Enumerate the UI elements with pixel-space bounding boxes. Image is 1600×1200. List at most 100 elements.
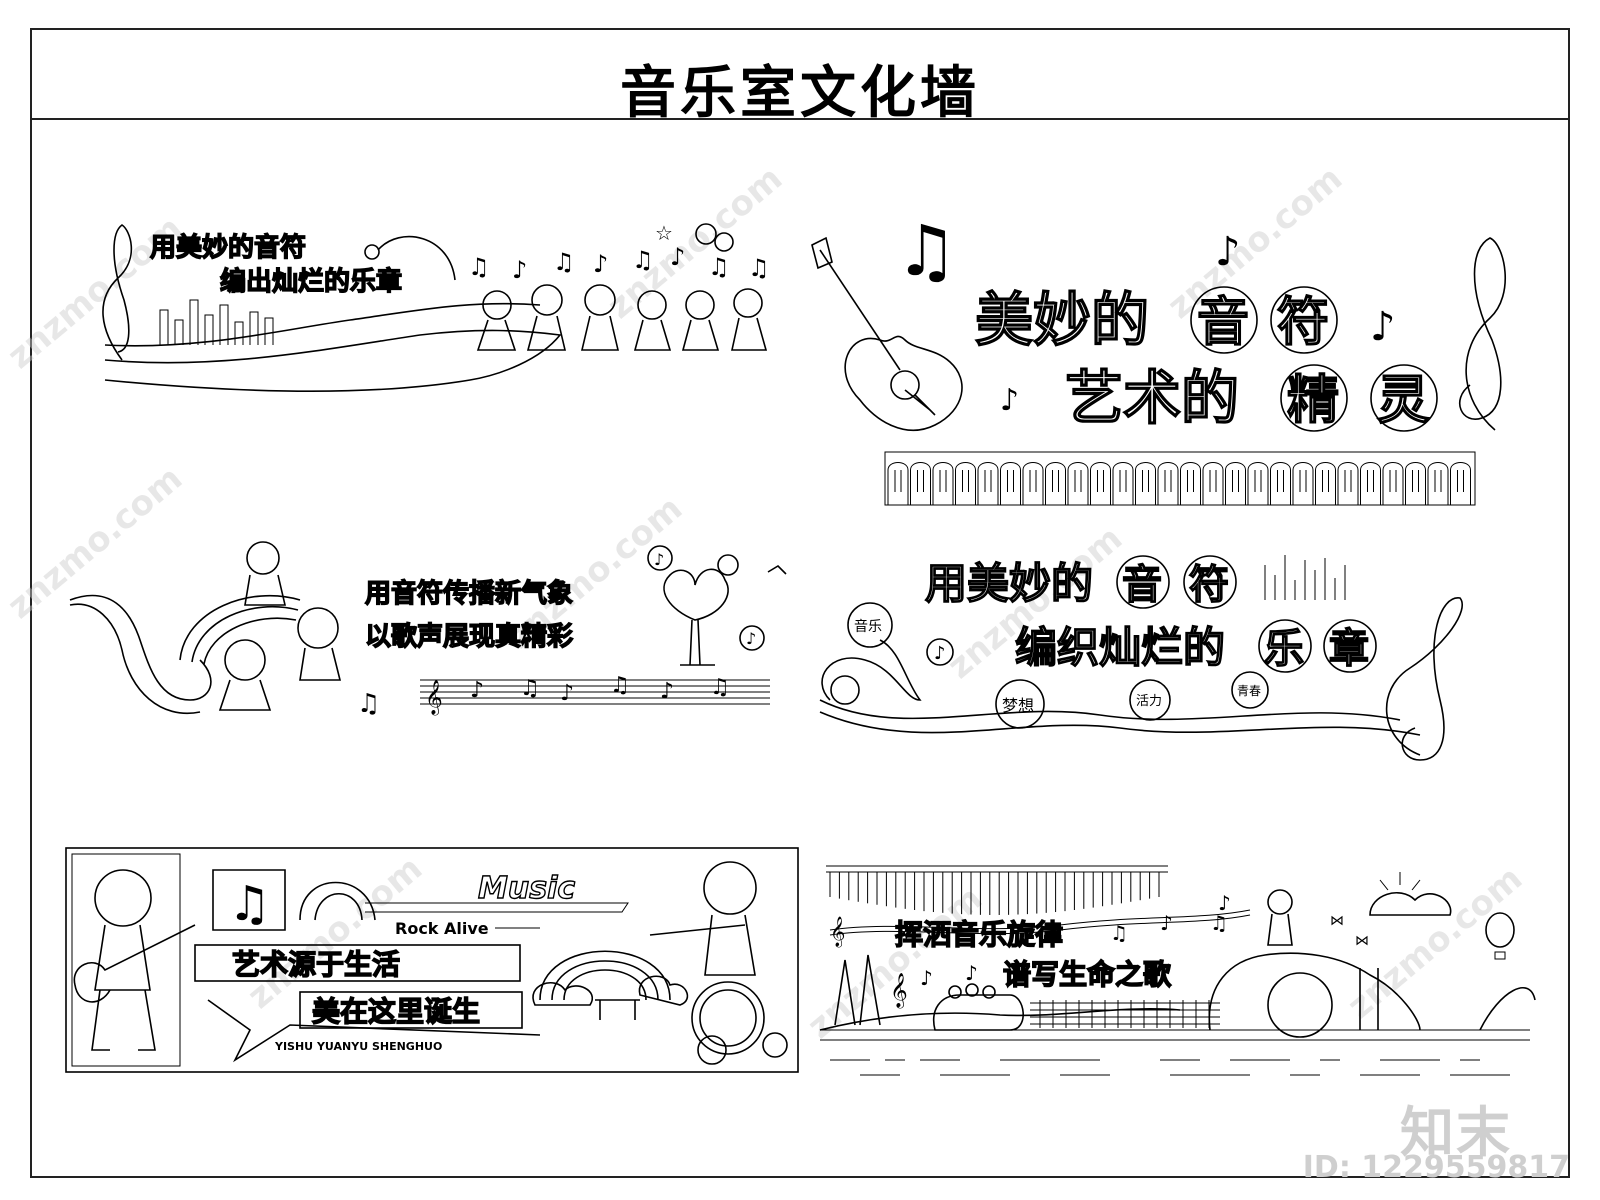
note-icon: ♪ xyxy=(560,681,574,706)
note-icon: ♫ xyxy=(228,876,271,932)
note-icon: ♫ xyxy=(710,675,730,700)
piano-key xyxy=(917,470,924,492)
arc-circle xyxy=(299,881,376,921)
pinyin-label: YISHU YUANYU SHENGHUO xyxy=(274,1040,442,1053)
music-staff: 𝄞 ♪ ♫ ♪ ♫ ♪ ♫ xyxy=(420,673,770,716)
boy-face xyxy=(94,869,152,927)
piano-key xyxy=(977,462,999,505)
saxophone-shape xyxy=(69,594,212,715)
slogan-line-1a: 美妙的 xyxy=(975,286,1149,354)
piano-key xyxy=(1457,470,1464,492)
hill-line xyxy=(819,1008,1181,1031)
music-bar xyxy=(365,902,629,913)
horn-shape xyxy=(821,639,922,701)
girl-body xyxy=(704,914,756,976)
piano-key xyxy=(962,470,969,492)
wave-ribbon xyxy=(819,699,1421,736)
butterfly-icon: ⋈ xyxy=(1355,933,1369,949)
guitar-icon xyxy=(811,236,963,431)
note-icon: ♫ xyxy=(610,673,630,698)
slogan-line-2a: 编织灿烂的 xyxy=(1015,623,1225,672)
note-icon: ♫ xyxy=(468,253,490,281)
image-id-label: ID: 1229559817 xyxy=(1302,1150,1570,1185)
piano-key xyxy=(1299,470,1307,492)
slogan-char: 章 xyxy=(1329,626,1369,672)
slogan-box-2 xyxy=(299,991,523,1029)
bubble-vigor xyxy=(1129,679,1171,721)
piano-key xyxy=(1202,462,1224,505)
char-circle xyxy=(1280,364,1348,432)
ring-icon xyxy=(714,232,734,252)
tree-icon xyxy=(834,954,881,1026)
char-circle xyxy=(1258,619,1312,673)
girl-body xyxy=(1267,913,1293,946)
slogan-char: 精 xyxy=(1287,371,1339,431)
panel-5: ♫ Music Rock Alive 艺术源于生活 美在这里诞生 YISHU Y… xyxy=(65,847,799,1073)
slogan-char: 符 xyxy=(1277,293,1329,353)
kid-face xyxy=(246,541,280,575)
piano-key xyxy=(910,462,931,505)
sound-bars xyxy=(1264,555,1346,600)
note-icon: ♪ xyxy=(670,243,685,271)
note-icon: ♪ xyxy=(654,550,664,569)
slogan-char: 灵 xyxy=(1377,371,1429,431)
guitar-icon xyxy=(73,924,196,1003)
note-icon: ♪ xyxy=(1218,891,1231,915)
note-bubble xyxy=(717,554,739,576)
ring-icon xyxy=(695,223,717,245)
piano-key xyxy=(1022,462,1044,505)
swirl-arc xyxy=(377,235,456,281)
guitar-body xyxy=(1208,952,1421,1031)
piano-key xyxy=(1292,462,1314,505)
piano-key xyxy=(1029,470,1037,492)
piano-key xyxy=(1434,470,1442,492)
note-icon: ♪ xyxy=(660,679,674,704)
slogan-char: 乐 xyxy=(1264,626,1304,672)
char-circle xyxy=(1190,286,1258,354)
panel-6: 挥洒音乐旋律 谱写生命之歌 𝄞 ♫ ♪ ♫ ♪ 𝄞 ♪ ♪ ⋈ ⋈ xyxy=(819,865,1536,1076)
slogan-line-1: 用音符传播新气象 xyxy=(365,578,573,609)
ring-icon xyxy=(699,989,757,1047)
piano-key xyxy=(1344,470,1352,492)
kid-body xyxy=(299,647,342,681)
guitar-string xyxy=(1030,1002,1220,1025)
girl-face xyxy=(703,861,757,915)
piano-key xyxy=(1322,470,1329,492)
piano-key xyxy=(1405,462,1426,505)
char-circle xyxy=(1183,555,1237,609)
bubble-youth-label: 青春 xyxy=(1237,684,1261,698)
treble-clef-icon: 𝄞 xyxy=(890,973,908,1009)
piano-key xyxy=(1254,470,1262,492)
piano-key xyxy=(1007,470,1014,492)
piano-key xyxy=(1157,462,1179,505)
ring-icon xyxy=(691,981,765,1055)
panel-3: 用音符传播新气象 以歌声展现真精彩 𝄞 ♪ ♫ ♪ ♫ ♪ ♫ ♫ ♪ ♪ xyxy=(69,541,787,719)
boy-body xyxy=(94,924,151,991)
note-icon: ♪ xyxy=(470,678,484,703)
wave-ribbon xyxy=(104,302,562,393)
brand-logo: 知末 xyxy=(1400,1101,1512,1164)
note-icon: ♪ xyxy=(920,966,933,990)
note-icon: ♪ xyxy=(512,256,527,284)
slogan-line-1a: 用美妙的 xyxy=(925,559,1093,608)
piano-key xyxy=(1209,470,1217,492)
rock-alive-label: Rock Alive xyxy=(395,919,489,938)
boy-legs xyxy=(91,989,156,1051)
slogan-char: 符 xyxy=(1189,562,1229,608)
girl-face xyxy=(1267,889,1293,915)
note-icon: ♪ xyxy=(934,643,946,664)
kid-face xyxy=(224,639,266,681)
piano-key xyxy=(939,470,947,492)
piano-key xyxy=(1232,470,1239,492)
sun-rays xyxy=(1379,872,1421,891)
piano-key xyxy=(1164,470,1172,492)
note-icon: ♫ xyxy=(895,210,958,292)
piano-key xyxy=(887,462,909,505)
piano-key xyxy=(1067,462,1089,505)
slogan-line-2: 以歌声展现真精彩 xyxy=(365,622,573,652)
bridge xyxy=(1359,968,1379,1030)
rainbow xyxy=(179,594,301,665)
curtain-rail xyxy=(826,865,1168,873)
note-icon: ♫ xyxy=(357,689,380,719)
